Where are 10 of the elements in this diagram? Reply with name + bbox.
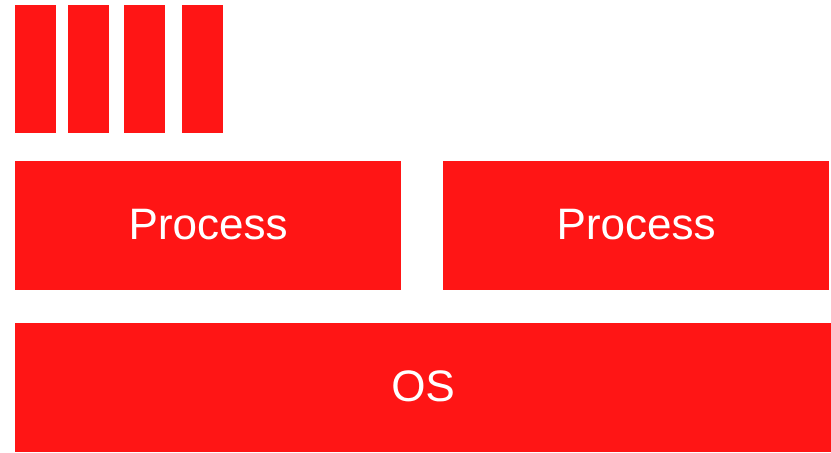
box-label: Process <box>556 201 716 250</box>
layer-box <box>15 323 831 452</box>
bar-block <box>15 5 56 133</box>
process-box <box>15 161 401 290</box>
box-label: Process <box>128 201 288 250</box>
bar-block <box>182 5 223 133</box>
process-box <box>443 161 829 290</box>
box-label: OS <box>391 363 455 412</box>
bar-block <box>124 5 165 133</box>
bar-block <box>68 5 109 133</box>
